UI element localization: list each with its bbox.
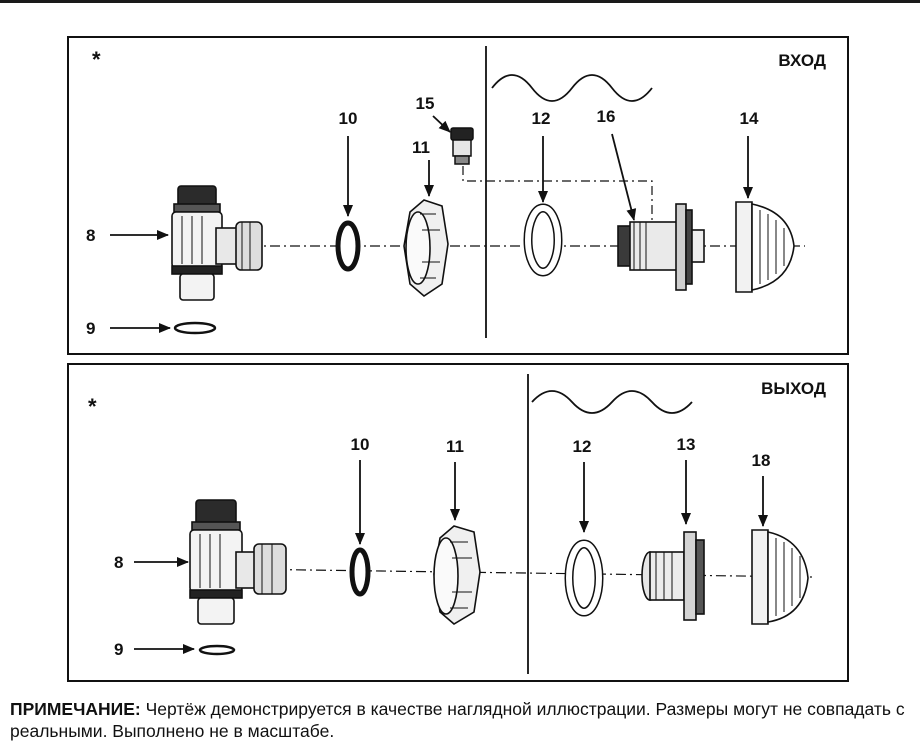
threaded-fitting <box>617 203 705 291</box>
water-wave <box>491 74 653 102</box>
label-8: 8 <box>86 226 95 245</box>
label-16: 16 <box>597 107 616 126</box>
gasket-inner <box>525 205 561 275</box>
center-axis <box>235 568 813 578</box>
asterisk-mark: * <box>88 394 97 419</box>
lock-nut <box>403 199 449 298</box>
valve-body <box>189 499 287 625</box>
washer <box>335 220 361 272</box>
plug <box>450 127 474 165</box>
label-12: 12 <box>573 437 592 456</box>
panel-frame <box>67 36 849 355</box>
label-9: 9 <box>86 319 95 338</box>
label-14: 14 <box>740 109 759 128</box>
valve-body <box>171 185 263 301</box>
panel-title: ВЫХОД <box>761 379 826 398</box>
label-11: 11 <box>446 437 464 456</box>
label-15: 15 <box>416 94 435 113</box>
asterisk-mark: * <box>92 47 101 72</box>
water-wave <box>531 390 693 414</box>
label-10: 10 <box>351 435 370 454</box>
label-18: 18 <box>752 451 771 470</box>
callout-arrows <box>110 115 753 333</box>
o-ring <box>173 321 217 335</box>
lock-nut <box>433 525 481 625</box>
threaded-fitting <box>641 531 705 621</box>
panel-inlet: * ВХОД <box>67 36 849 355</box>
strainer-cap <box>735 201 795 293</box>
panel-frame <box>67 363 849 682</box>
footnote: ПРИМЕЧАНИЕ: Чертёж демонстрируется в кач… <box>10 698 910 742</box>
panel-title: ВХОД <box>778 51 826 70</box>
note-text: Чертёж демонстрируется в качестве нагляд… <box>10 699 905 741</box>
washer <box>349 547 371 597</box>
note-heading: ПРИМЕЧАНИЕ: <box>10 699 141 719</box>
label-8: 8 <box>114 553 123 572</box>
o-ring <box>198 644 236 656</box>
panel-outlet: * ВЫХОД <box>67 363 849 682</box>
label-11: 11 <box>412 138 430 157</box>
callout-arrows <box>134 460 768 654</box>
label-10: 10 <box>339 109 358 128</box>
strainer-cap <box>751 529 809 625</box>
top-rule <box>0 0 920 3</box>
link-line <box>462 166 653 220</box>
label-13: 13 <box>677 435 696 454</box>
label-9: 9 <box>114 640 123 659</box>
label-12: 12 <box>532 109 551 128</box>
gasket-inner <box>566 541 602 615</box>
